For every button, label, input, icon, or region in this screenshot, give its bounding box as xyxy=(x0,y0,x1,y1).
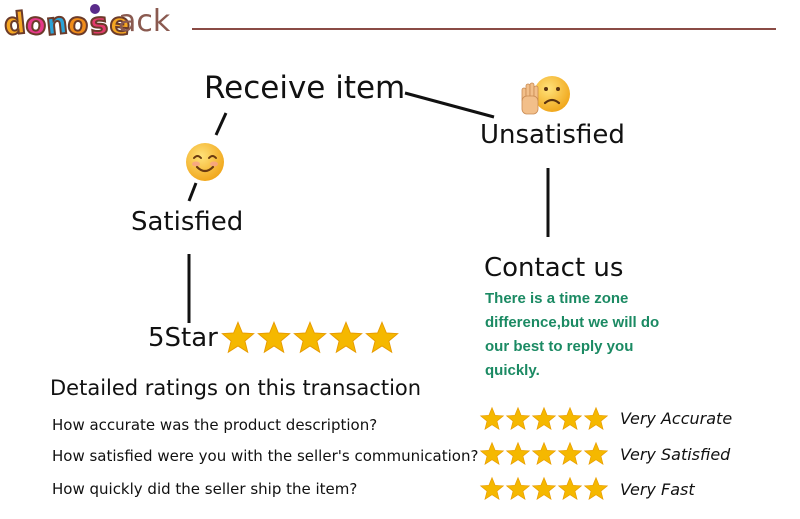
logo-suffix: ack xyxy=(118,4,171,39)
star-icon xyxy=(479,476,505,501)
worried-face-with-hand-icon xyxy=(521,76,570,115)
rating-stars-shipping xyxy=(479,476,609,502)
star-icon xyxy=(505,406,531,431)
star-icon xyxy=(583,441,609,466)
star-icon xyxy=(329,321,363,354)
contact-us-label: Contact us xyxy=(484,253,624,283)
star-icon xyxy=(365,321,399,354)
star-icon xyxy=(221,321,255,354)
five-star-label: 5Star xyxy=(148,323,218,353)
star-icon xyxy=(583,476,609,501)
star-icon xyxy=(505,476,531,501)
smiling-face-icon xyxy=(186,143,224,181)
star-icon xyxy=(257,321,291,354)
star-icon xyxy=(583,406,609,431)
rating-answer-shipping: Very Fast xyxy=(620,480,695,499)
star-icon xyxy=(531,441,557,466)
star-icon xyxy=(293,321,327,354)
connector-satisfied-lower xyxy=(187,182,198,202)
star-icon xyxy=(531,476,557,501)
receive-item-label: Receive item xyxy=(204,70,406,106)
star-icon xyxy=(479,441,505,466)
five-star-rating xyxy=(220,320,400,356)
rating-answer-communication: Very Satisfied xyxy=(620,445,731,464)
time-zone-note: There is a time zone difference,but we w… xyxy=(485,290,660,379)
rating-question-shipping: How quickly did the seller ship the item… xyxy=(52,480,358,498)
rating-question-communication: How satisfied were you with the seller's… xyxy=(52,447,479,465)
rating-question-accuracy: How accurate was the product description… xyxy=(52,416,378,434)
satisfied-label: Satisfied xyxy=(131,207,244,237)
logo-flower-dot xyxy=(90,4,100,14)
rating-stars-accuracy xyxy=(479,406,609,432)
star-icon xyxy=(557,406,583,431)
header-divider xyxy=(192,28,776,30)
rating-stars-communication xyxy=(479,441,609,467)
connector-receive-satisfied-upper xyxy=(214,112,228,136)
star-icon xyxy=(557,441,583,466)
rating-answer-accuracy: Very Accurate xyxy=(620,409,733,428)
star-icon xyxy=(531,406,557,431)
connector-receive-unsatisfied xyxy=(404,91,495,119)
star-icon xyxy=(505,441,531,466)
star-icon xyxy=(479,406,505,431)
ratings-title: Detailed ratings on this transaction xyxy=(50,376,422,400)
star-icon xyxy=(557,476,583,501)
unsatisfied-label: Unsatisfied xyxy=(480,120,625,150)
